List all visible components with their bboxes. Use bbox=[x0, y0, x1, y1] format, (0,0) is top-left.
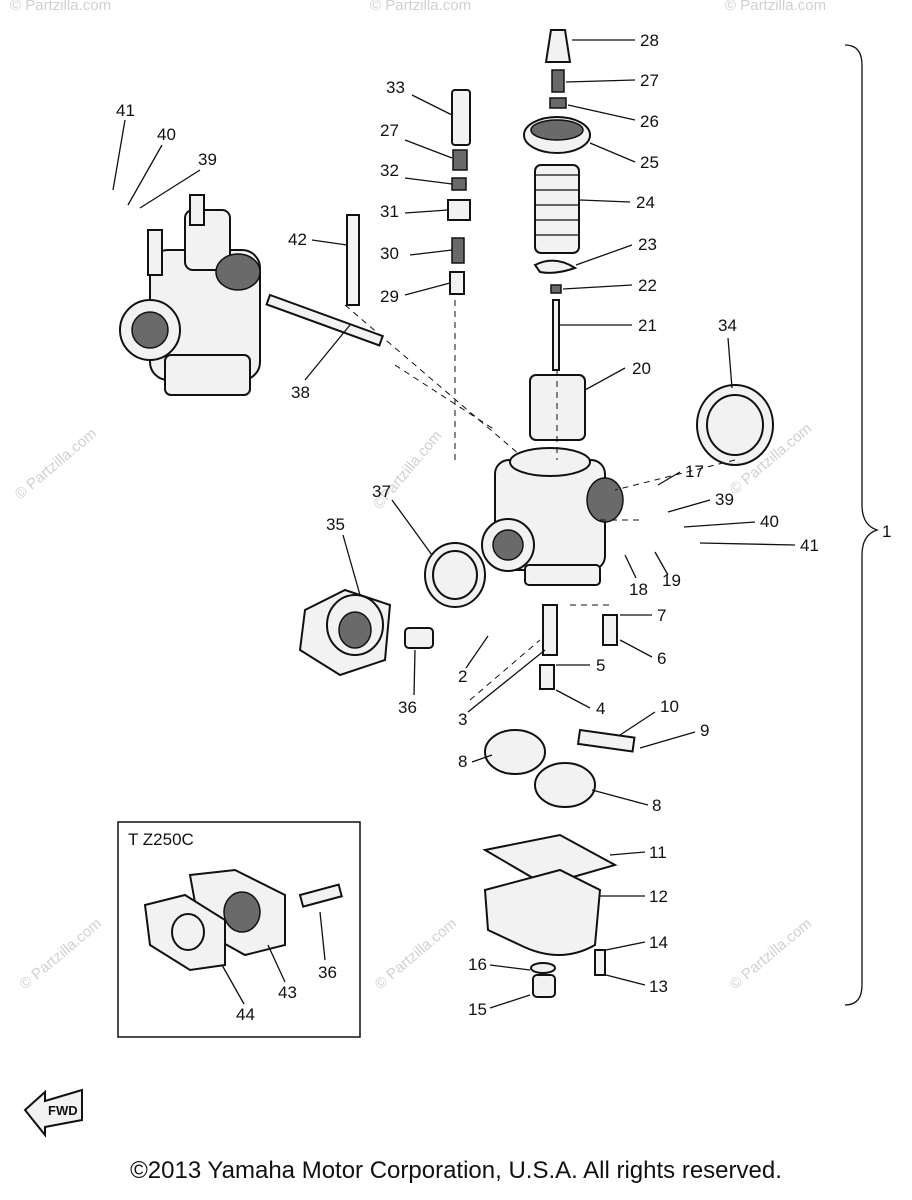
assembly-label: 1 bbox=[882, 522, 891, 541]
part-number-callout: 36 bbox=[318, 963, 337, 982]
fwd-arrow-icon: FWD bbox=[23, 1088, 83, 1138]
part-number-callout: 37 bbox=[372, 482, 391, 501]
part-number-callout: 34 bbox=[718, 316, 737, 335]
part-number-callout: 8 bbox=[458, 752, 467, 771]
part-number-callout: 7 bbox=[657, 606, 666, 625]
part-number-callout: 35 bbox=[326, 515, 345, 534]
tz250c-inset: T Z250C bbox=[117, 821, 361, 1038]
part-number-callout: 15 bbox=[468, 1000, 487, 1019]
jet-parts-illustration bbox=[346, 89, 471, 306]
part-number-callout: 41 bbox=[116, 101, 135, 120]
part-number-callout: 14 bbox=[649, 933, 668, 952]
part-number-callout: 21 bbox=[638, 316, 657, 335]
fwd-label: FWD bbox=[48, 1103, 78, 1118]
watermark: © Partzilla.com bbox=[17, 915, 105, 993]
part-number-callout: 30 bbox=[380, 244, 399, 263]
part-number-callout: 23 bbox=[638, 235, 657, 254]
part-number-callout: 27 bbox=[380, 121, 399, 140]
inset-title: T Z250C bbox=[128, 830, 194, 849]
part-number-callout: 13 bbox=[649, 977, 668, 996]
assembly-bracket bbox=[844, 44, 880, 1006]
part-number-callout: 25 bbox=[640, 153, 659, 172]
part-number-callout: 18 bbox=[629, 580, 648, 599]
intake-parts-illustration bbox=[298, 384, 774, 677]
part-number-callout: 38 bbox=[291, 383, 310, 402]
part-number-callout: 9 bbox=[700, 721, 709, 740]
part-number-callout: 22 bbox=[638, 276, 657, 295]
watermark: © Partzilla.com bbox=[370, 0, 471, 14]
part-number-callout: 40 bbox=[760, 512, 779, 531]
watermark: © Partzilla.com bbox=[727, 915, 815, 993]
watermark: © Partzilla.com bbox=[12, 425, 100, 503]
part-number-callout: 27 bbox=[640, 71, 659, 90]
assembled-carburetor-illustration bbox=[119, 194, 385, 396]
part-number-callout: 44 bbox=[236, 1005, 255, 1024]
part-number-callout: 39 bbox=[198, 150, 217, 169]
part-number-callout: 41 bbox=[800, 536, 819, 555]
part-number-callout: 29 bbox=[380, 287, 399, 306]
float-bowl-parts-illustration bbox=[482, 604, 636, 998]
part-number-callout: 31 bbox=[380, 202, 399, 221]
watermark: © Partzilla.com bbox=[372, 915, 460, 993]
part-number-callout: 19 bbox=[662, 571, 681, 590]
part-number-callout: 12 bbox=[649, 887, 668, 906]
part-number-callout: 28 bbox=[640, 31, 659, 50]
carburetor-body-illustration bbox=[481, 447, 624, 586]
part-number-callout: 8 bbox=[652, 796, 661, 815]
part-number-callout: 3 bbox=[458, 710, 467, 729]
part-number-callout: 20 bbox=[632, 359, 651, 378]
part-number-callout: 33 bbox=[386, 78, 405, 97]
part-number-callout: 42 bbox=[288, 230, 307, 249]
part-number-callout: 5 bbox=[596, 656, 605, 675]
assembly-lines bbox=[344, 300, 736, 701]
watermark: © Partzilla.com bbox=[725, 0, 826, 14]
part-number-callout: 43 bbox=[278, 983, 297, 1002]
callouts: 28 27 26 25 24 23 22 21 20 33 27 32 31 3… bbox=[112, 31, 819, 1024]
part-number-callout: 40 bbox=[157, 125, 176, 144]
watermark: © Partzilla.com bbox=[10, 0, 111, 14]
copyright-notice: ©2013 Yamaha Motor Corporation, U.S.A. A… bbox=[130, 1157, 782, 1184]
part-number-callout: 32 bbox=[380, 161, 399, 180]
part-number-callout: 24 bbox=[636, 193, 655, 212]
part-number-callout: 2 bbox=[458, 667, 467, 686]
part-number-callout: 6 bbox=[657, 649, 666, 668]
part-number-callout: 26 bbox=[640, 112, 659, 131]
throttle-parts-illustration bbox=[523, 29, 591, 441]
part-number-callout: 39 bbox=[715, 490, 734, 509]
part-number-callout: 4 bbox=[596, 699, 605, 718]
part-number-callout: 10 bbox=[660, 697, 679, 716]
part-number-callout: 11 bbox=[649, 843, 667, 862]
part-number-callout: 36 bbox=[398, 698, 417, 717]
part-number-callout: 17 bbox=[685, 462, 704, 481]
part-number-callout: 16 bbox=[468, 955, 487, 974]
